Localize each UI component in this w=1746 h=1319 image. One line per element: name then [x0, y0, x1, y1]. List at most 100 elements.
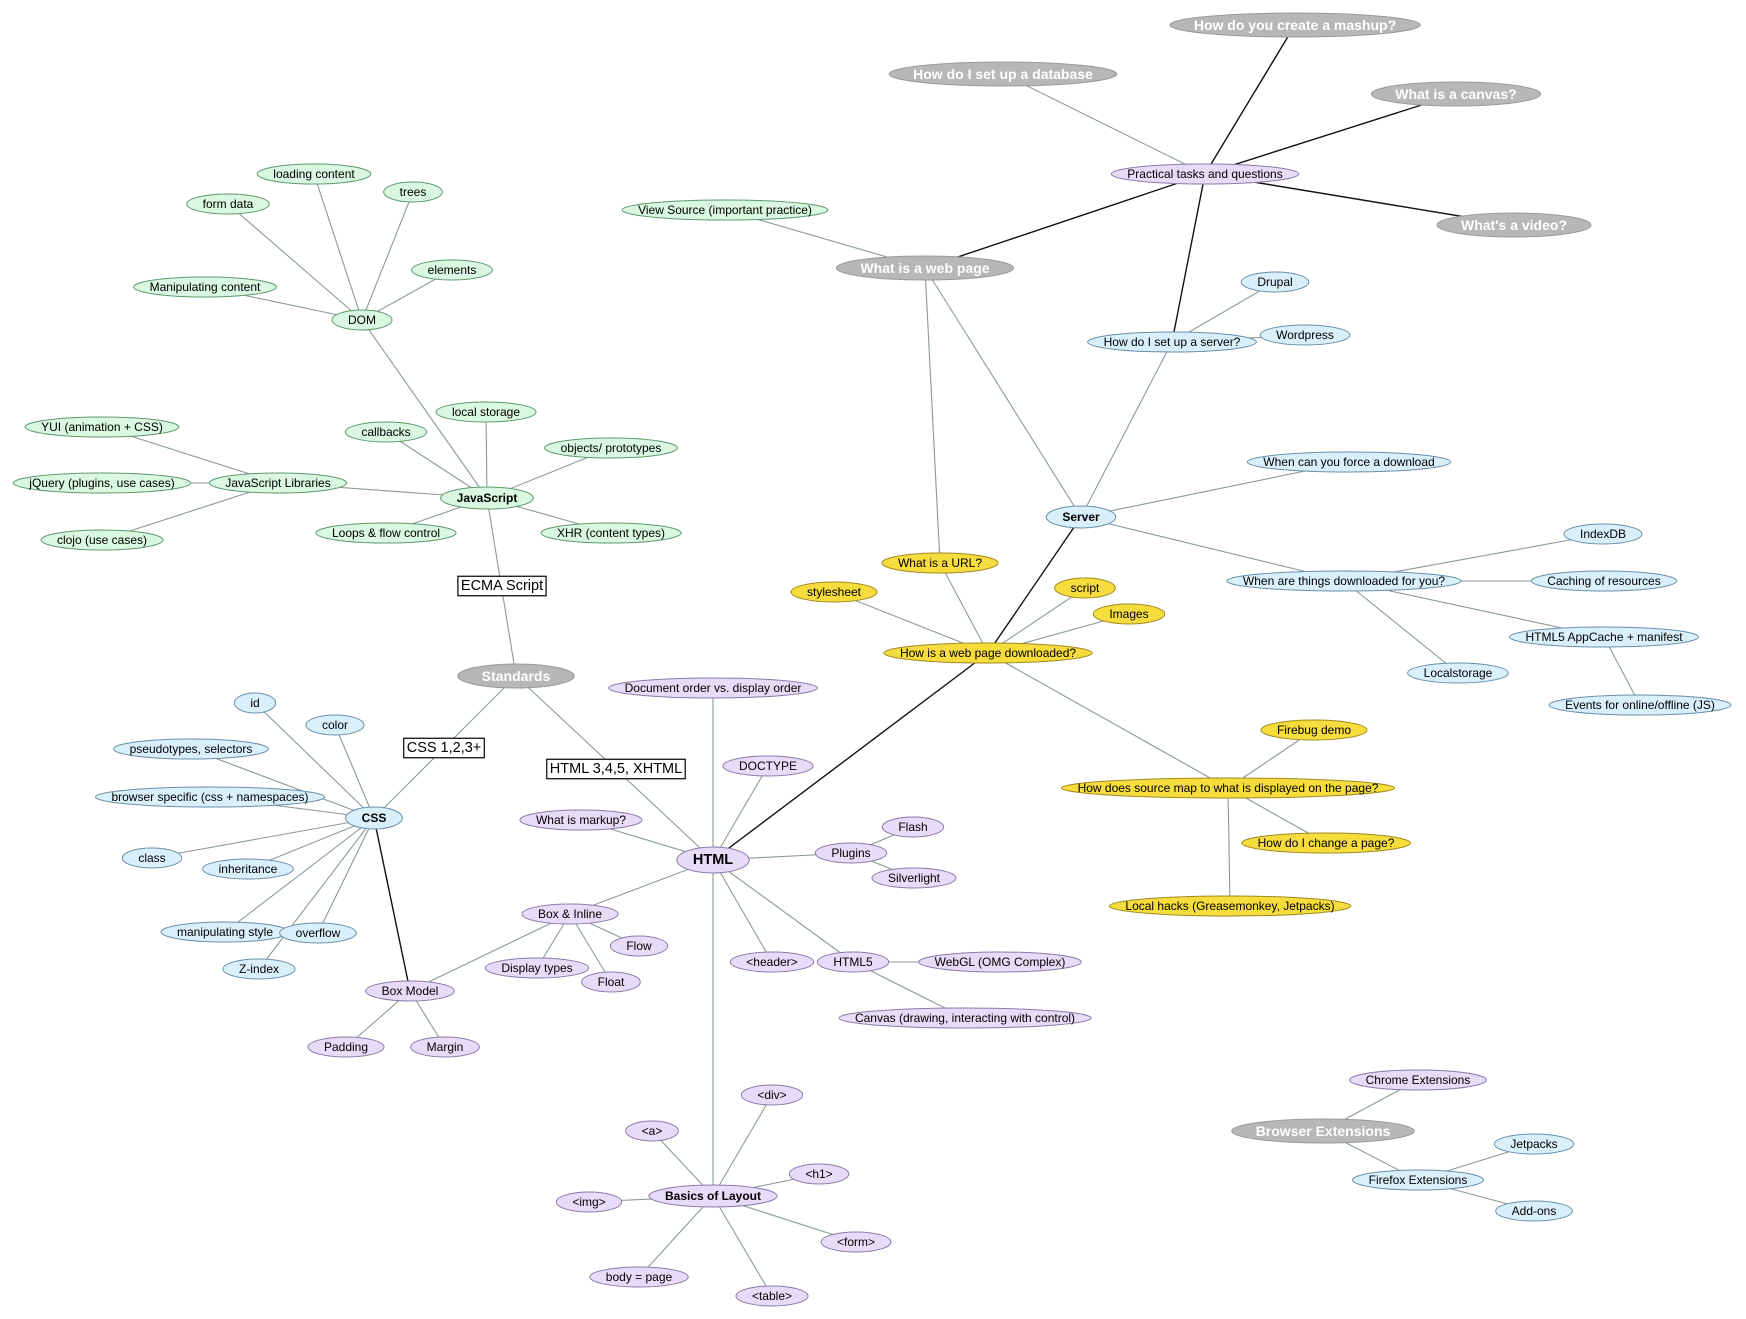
node-label: inheritance	[219, 862, 278, 876]
node-label: XHR (content types)	[557, 526, 665, 540]
node-label: HTML	[693, 852, 733, 868]
node-label: Local hacks (Greasemonkey, Jetpacks)	[1125, 899, 1334, 913]
node-label: DOM	[348, 313, 376, 327]
node-ecma-script: ECMA Script	[457, 575, 547, 597]
nodes-layer: How do you create a mashup? How do I set …	[12, 12, 1732, 1307]
node-ellipse-shape	[440, 486, 534, 510]
node-ellipse-shape	[740, 1084, 804, 1106]
node-ellipse-shape	[1045, 505, 1117, 529]
edge-database-practical	[1002, 73, 1206, 175]
node-padding: Padding	[307, 1036, 385, 1058]
node-ellipse-shape	[94, 786, 326, 808]
node-callbacks: callbacks	[344, 421, 428, 443]
node-label: How is a web page downloaded?	[900, 646, 1076, 660]
node-browser-specific-css-namespaces: browser specific (css + namespaces)	[94, 786, 326, 808]
node-label: Localstorage	[1424, 666, 1493, 680]
node-label: Z-index	[239, 962, 279, 976]
node-ellipse-shape	[883, 642, 1093, 664]
node-label: Silverlight	[888, 871, 941, 885]
node-ellipse-shape	[208, 472, 348, 494]
node-label: Practical tasks and questions	[1127, 167, 1282, 181]
node-images: Images	[1092, 603, 1166, 625]
edge-whendl-localstorage2	[1343, 580, 1459, 674]
edge-javascript-localstorage	[485, 411, 488, 499]
node-ellipse-shape	[544, 437, 678, 459]
edge-html-html5	[712, 859, 854, 963]
node-ellipse-shape	[256, 163, 372, 185]
node-ellipse-shape	[121, 847, 183, 869]
node-ellipse-shape	[279, 922, 357, 944]
node-javascript: JavaScript	[440, 486, 534, 510]
node-ellipse-shape	[1508, 626, 1700, 648]
node-browser-extensions: Browser Extensions	[1231, 1118, 1415, 1144]
node-label: class	[138, 851, 165, 865]
node-html5-appcache-manifest: HTML5 AppCache + manifest	[1508, 626, 1700, 648]
node-what-s-a-video: What's a video?	[1436, 212, 1592, 238]
node-html: HTML	[676, 846, 750, 874]
node-ellipse-shape	[838, 1007, 1092, 1029]
node-drupal: Drupal	[1240, 271, 1310, 293]
edge-dom-javascript	[361, 319, 488, 499]
node-id: id	[233, 692, 277, 714]
node-ellipse-shape	[410, 1036, 480, 1058]
node-label: What is markup?	[536, 813, 626, 827]
node-ellipse-shape	[305, 714, 365, 736]
node-ellipse-shape	[871, 867, 957, 889]
node-label: How do you create a mashup?	[1194, 17, 1396, 33]
node-practical-tasks-and-questions: Practical tasks and questions	[1110, 163, 1300, 185]
node-ellipse-shape	[1108, 895, 1352, 917]
edge-dom-trees	[361, 191, 414, 321]
node-label: CSS	[362, 811, 387, 825]
node-label: WebGL (OMG Complex)	[935, 955, 1066, 969]
node-ellipse-shape	[1110, 163, 1300, 185]
node-box-inline: Box & Inline	[521, 903, 619, 925]
node-label: local storage	[452, 405, 520, 419]
node-label: Manipulating content	[150, 280, 261, 294]
node-css-1-2-3: CSS 1,2,3+	[403, 737, 485, 759]
node-webgl-omg-complex: WebGL (OMG Complex)	[918, 951, 1082, 973]
node-label: Plugins	[831, 846, 870, 860]
node-label: Jetpacks	[1510, 1137, 1557, 1151]
node-ellipse-shape	[1169, 12, 1421, 38]
node-form: <form>	[820, 1231, 892, 1253]
node-ellipse-shape	[820, 1231, 892, 1253]
node-ellipse-shape	[555, 1191, 623, 1213]
node-label: DOCTYPE	[739, 759, 797, 773]
node-label: How do I set up a database	[913, 66, 1093, 82]
node-label: JavaScript	[457, 491, 518, 505]
edge-appcache-events	[1603, 636, 1641, 706]
edge-howdl-sourcemap	[987, 652, 1229, 789]
node-ellipse-shape	[484, 957, 590, 979]
node-label: How do I set up a server?	[1104, 335, 1241, 349]
node-ellipse-shape	[383, 181, 443, 203]
edge-server-whendl	[1080, 516, 1345, 582]
node-ellipse-shape	[625, 1120, 679, 1142]
node-label: form data	[203, 197, 254, 211]
node-table: <table>	[735, 1285, 809, 1307]
node-doctype: DOCTYPE	[722, 755, 814, 777]
node-box-shape	[546, 758, 686, 780]
node-dom: DOM	[331, 309, 393, 331]
node-yui-animation-css: YUI (animation + CSS)	[24, 416, 180, 438]
node-ellipse-shape	[540, 522, 682, 544]
node-label: Server	[1062, 510, 1100, 524]
node-stylesheet: stylesheet	[790, 581, 878, 603]
edge-canvasq-practical	[1204, 93, 1457, 175]
node-overflow: overflow	[279, 922, 357, 944]
node-label: How does source map to what is displayed…	[1078, 781, 1379, 795]
node-ellipse-shape	[888, 61, 1118, 87]
node-label: YUI (animation + CSS)	[41, 420, 163, 434]
edge-whaturl-howdl	[939, 562, 989, 654]
node-label: What is a web page	[860, 260, 989, 276]
node-local-storage: local storage	[435, 401, 537, 423]
node-ellipse-shape	[315, 522, 457, 544]
node-ellipse-shape	[722, 755, 814, 777]
node-xhr-content-types: XHR (content types)	[540, 522, 682, 544]
node-z-index: Z-index	[222, 958, 296, 980]
node-label: Flash	[898, 820, 927, 834]
node-label: Document order vs. display order	[625, 681, 802, 695]
node-label: <h1>	[805, 1167, 832, 1181]
edge-css-zindex	[258, 817, 375, 970]
node-ellipse-shape	[40, 529, 164, 551]
